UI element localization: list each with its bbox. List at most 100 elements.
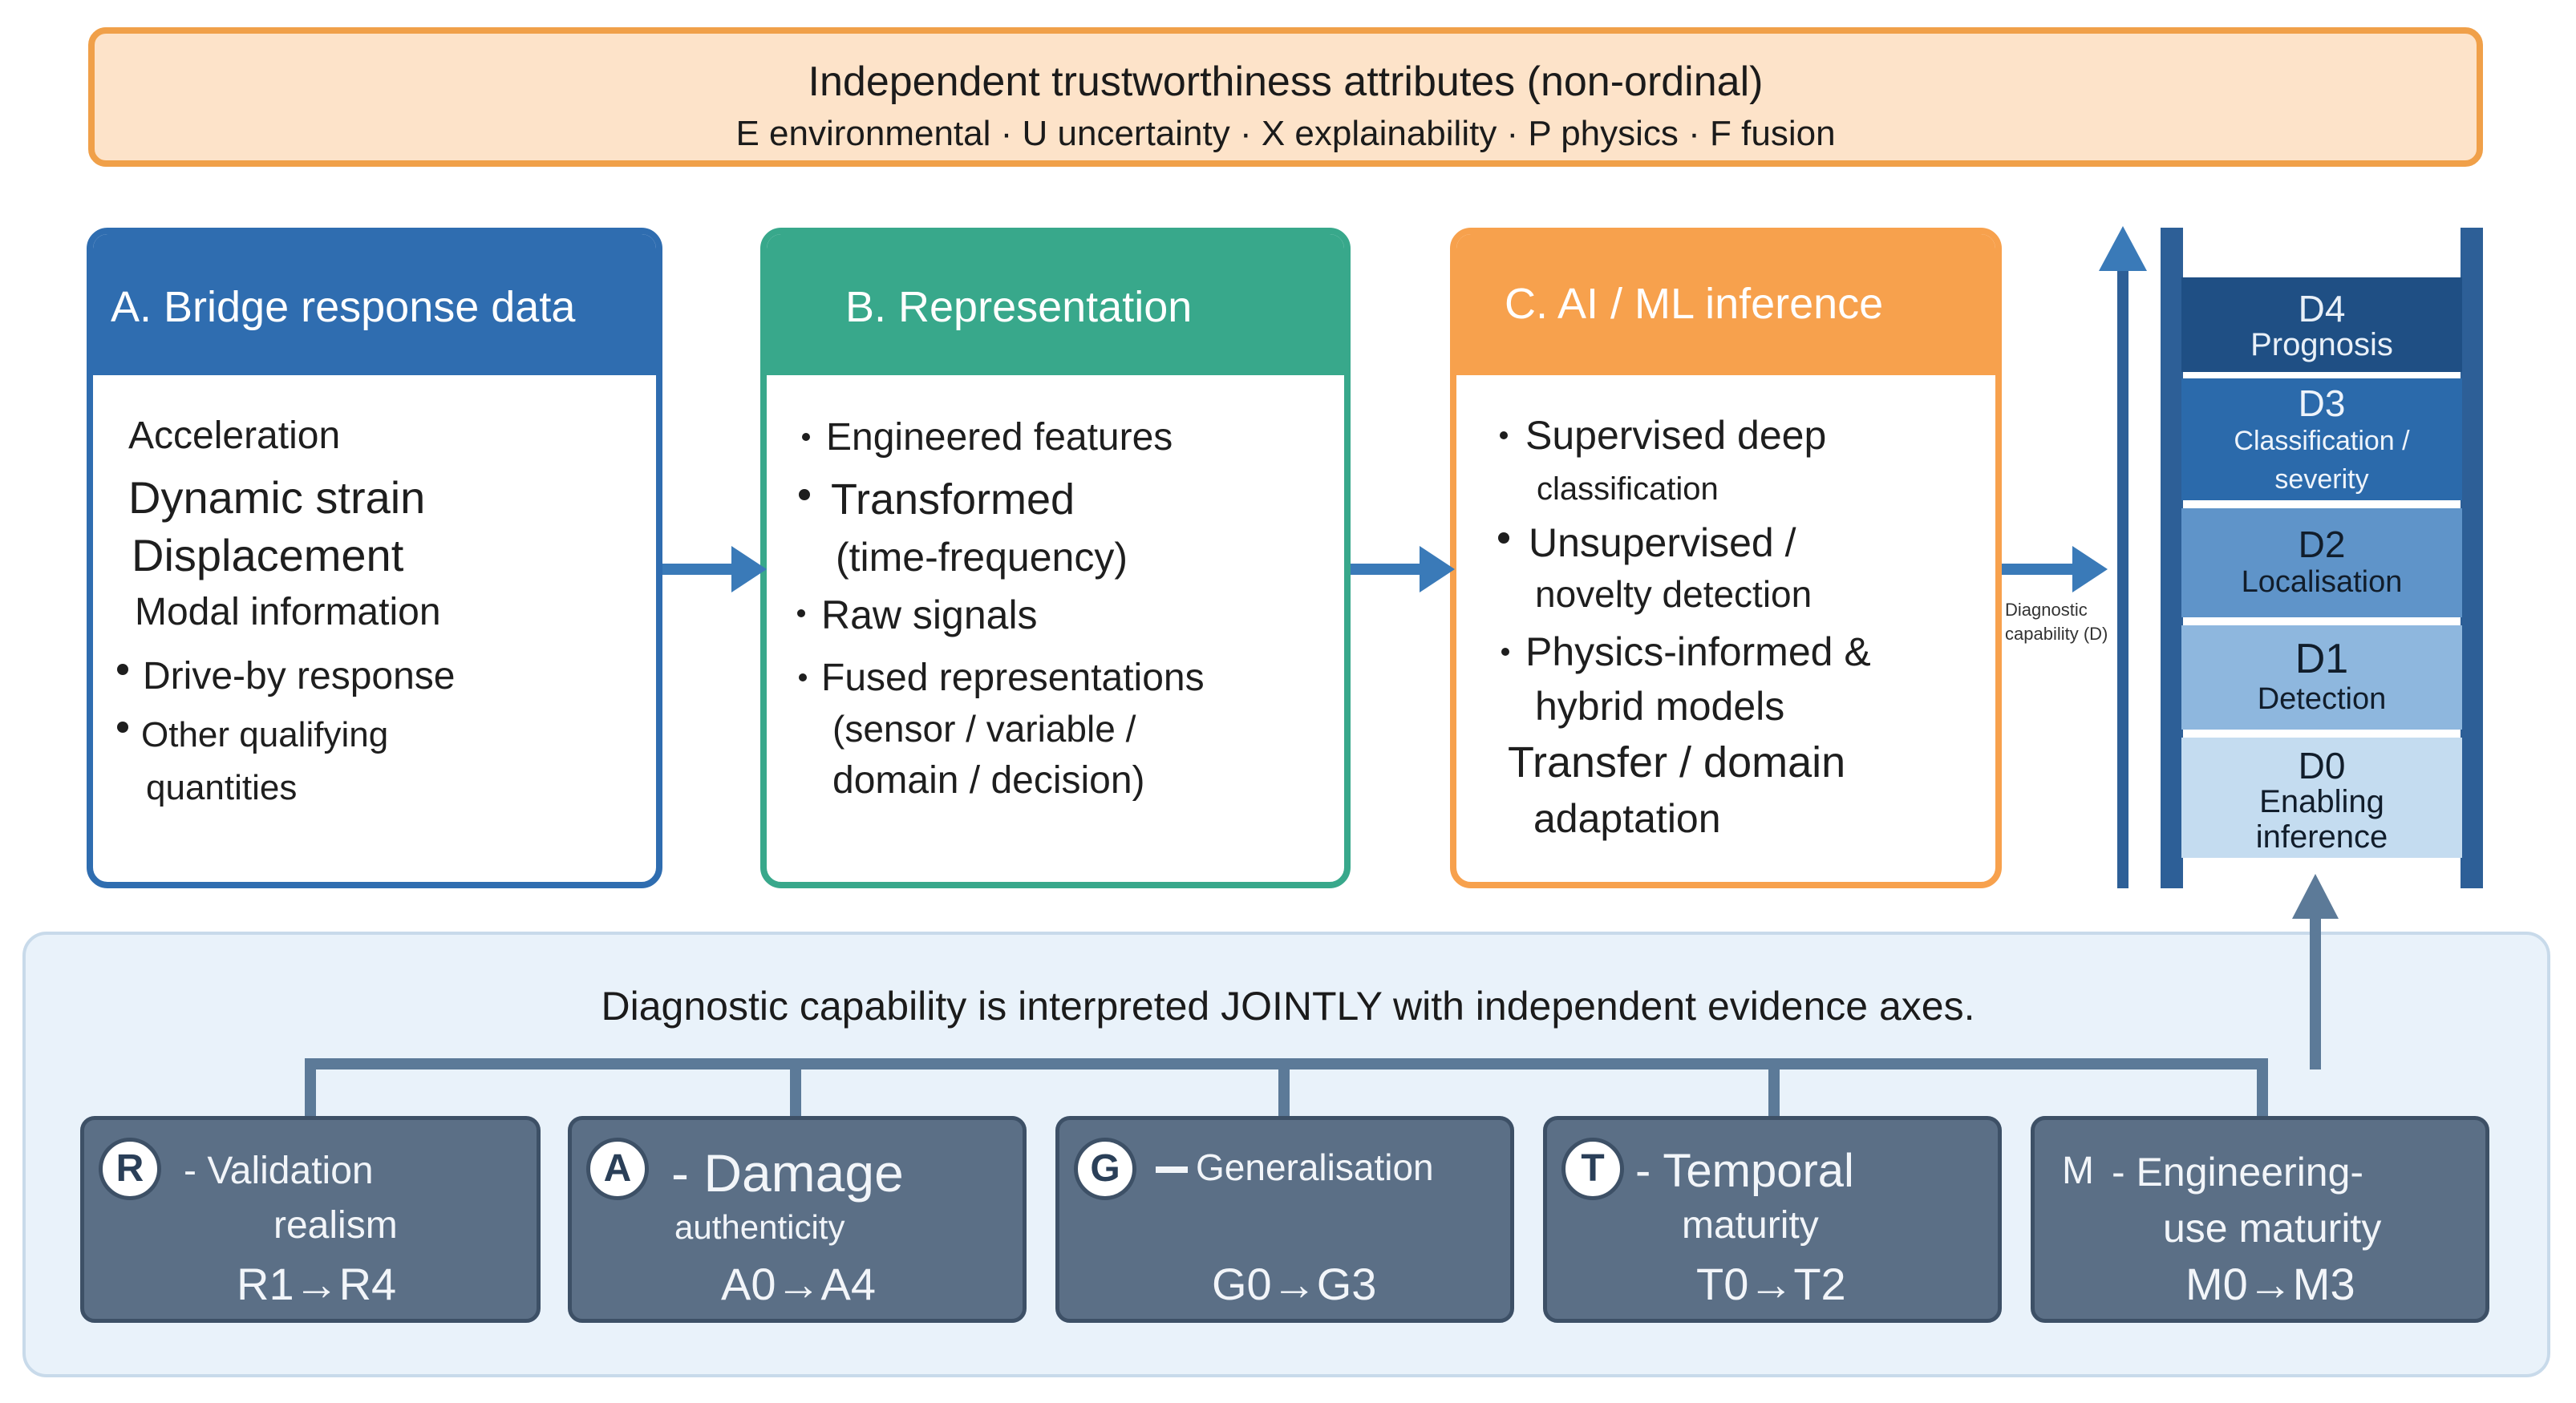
bullet-icon [799, 489, 810, 500]
box-a-item: Dynamic strain [128, 472, 426, 523]
bullet-icon [1501, 648, 1509, 656]
axis-badge: R [99, 1138, 161, 1200]
rung-label: Detection [2257, 682, 2387, 716]
dash-icon [1156, 1166, 1188, 1173]
rung-code: D1 [2295, 636, 2349, 682]
box-b-item: domain / decision) [832, 759, 1145, 802]
axis-title: - Engineering- [2112, 1150, 2364, 1195]
jointly-statement: Diagnostic capability is interpreted JOI… [601, 984, 1975, 1029]
trustworthiness-banner: Independent trustworthiness attributes (… [88, 27, 2483, 167]
axes-to-ladder-arrowhead [2292, 874, 2339, 919]
ladder-rail-right [2461, 228, 2483, 888]
axis-temporal-maturity: T - Temporal maturity T0→T2 [1543, 1116, 2002, 1323]
axis-badge: G [1074, 1138, 1136, 1200]
box-a-header: A. Bridge response data [93, 234, 656, 375]
axis-range: R1→R4 [237, 1259, 397, 1309]
axis-title: realism [273, 1204, 398, 1247]
arrow-b-to-c [1351, 546, 1455, 592]
bullet-icon [799, 673, 807, 681]
box-b-item: Raw signals [821, 592, 1038, 637]
arrow-label-line: capability (D) [2005, 624, 2108, 644]
box-c-item: novelty detection [1535, 573, 1813, 615]
rung-label: inference [2255, 819, 2388, 855]
box-b-title: B. Representation [845, 283, 1193, 331]
rung-code: D0 [2298, 745, 2346, 786]
axis-title: use maturity [2163, 1206, 2382, 1251]
ladder-rung-d1: D1 Detection [2181, 625, 2462, 730]
axis-generalisation: G Generalisation G0→G3 [1055, 1116, 1514, 1323]
rung-code: D3 [2298, 382, 2346, 424]
arrow-label-line: Diagnostic [2005, 600, 2088, 620]
axis-badge: T [1561, 1138, 1624, 1200]
banner-title: Independent trustworthiness attributes (… [808, 59, 1764, 105]
box-b-item: (time-frequency) [836, 535, 1128, 580]
box-c-item: Unsupervised / [1529, 520, 1796, 565]
capability-arrow-shaft [2117, 265, 2128, 888]
axis-connector [1768, 1058, 1780, 1118]
box-b-item: Transformed [831, 475, 1075, 524]
axis-connector [2257, 1058, 2268, 1118]
axis-connector [1278, 1058, 1290, 1118]
box-a-item: Acceleration [128, 414, 341, 457]
axis-badge: A [586, 1138, 649, 1200]
box-b-item: Engineered features [826, 416, 1173, 459]
ladder-rung-d4: D4 Prognosis [2181, 277, 2462, 372]
axis-title: - Temporal [1635, 1145, 1854, 1197]
box-a-item: quantities [146, 768, 298, 807]
axis-title: authenticity [674, 1208, 845, 1246]
axis-title: Generalisation [1196, 1146, 1434, 1188]
bullet-icon [1500, 431, 1508, 439]
rung-code: D2 [2298, 524, 2346, 565]
capability-arrow-head [2099, 226, 2147, 271]
rung-label: Classification / [2234, 426, 2410, 456]
axis-title: - Damage [671, 1143, 904, 1203]
bullet-icon [802, 433, 810, 441]
axes-to-ladder-connector [2310, 914, 2321, 1069]
axis-engineering-use-maturity: M - Engineering- use maturity M0→M3 [2031, 1116, 2489, 1323]
box-a-item: Displacement [132, 530, 404, 580]
rung-label: Localisation [2241, 565, 2403, 599]
rung-label: Enabling [2259, 784, 2384, 819]
box-b-item: (sensor / variable / [832, 708, 1136, 750]
box-c-item: Supervised deep [1525, 413, 1827, 458]
box-a-title: A. Bridge response data [111, 283, 576, 331]
box-c-item: Transfer / domain [1508, 738, 1846, 786]
banner-subtitle: E environmental · U uncertainty · X expl… [735, 114, 1836, 153]
axis-validation-realism: R - Validation realism R1→R4 [80, 1116, 541, 1323]
axis-range: A0→A4 [721, 1259, 876, 1309]
box-b-header: B. Representation [767, 234, 1344, 375]
box-c-header: C. AI / ML inference [1456, 234, 1995, 375]
axis-range: M0→M3 [2185, 1259, 2355, 1309]
box-c-title: C. AI / ML inference [1505, 280, 1884, 328]
axis-connector [790, 1058, 801, 1118]
bullet-icon [1498, 532, 1509, 544]
box-c-item: adaptation [1533, 796, 1721, 841]
bullet-icon [117, 664, 128, 675]
arrow-c-to-ladder [2002, 546, 2108, 592]
box-a-item: Other qualifying [141, 715, 389, 754]
box-c-item: classification [1537, 471, 1719, 507]
axis-title: - Validation [184, 1150, 374, 1192]
axis-damage-authenticity: A - Damage authenticity A0→A4 [568, 1116, 1027, 1323]
ladder-rung-d0: D0 Enabling inference [2181, 738, 2462, 858]
box-b-item: Fused representations [821, 657, 1205, 699]
arrow-a-to-b [662, 546, 767, 592]
box-ai-ml-inference: C. AI / ML inference Supervised deep cla… [1450, 228, 2002, 888]
ladder-rail-left [2161, 228, 2183, 888]
axis-range: T0→T2 [1696, 1259, 1846, 1309]
axis-range: G0→G3 [1212, 1259, 1377, 1309]
arrow-label: Diagnostic capability (D) [2005, 598, 2108, 646]
axis-badge: M [2062, 1150, 2094, 1192]
box-a-item: Modal information [135, 591, 441, 633]
bullet-icon [117, 722, 128, 733]
rung-code: D4 [2298, 288, 2346, 330]
box-bridge-response-data: A. Bridge response data Acceleration Dyn… [87, 228, 662, 888]
axis-connector [305, 1058, 316, 1118]
box-representation: B. Representation Engineered features Tr… [760, 228, 1351, 888]
box-c-item: Physics-informed & [1525, 629, 1871, 674]
box-a-item: Drive-by response [143, 655, 456, 697]
rung-label: Prognosis [2250, 327, 2393, 362]
axis-title: maturity [1682, 1204, 1819, 1247]
ladder-rung-d2: D2 Localisation [2181, 508, 2462, 617]
ladder-rung-d3: D3 Classification / severity [2181, 378, 2462, 500]
